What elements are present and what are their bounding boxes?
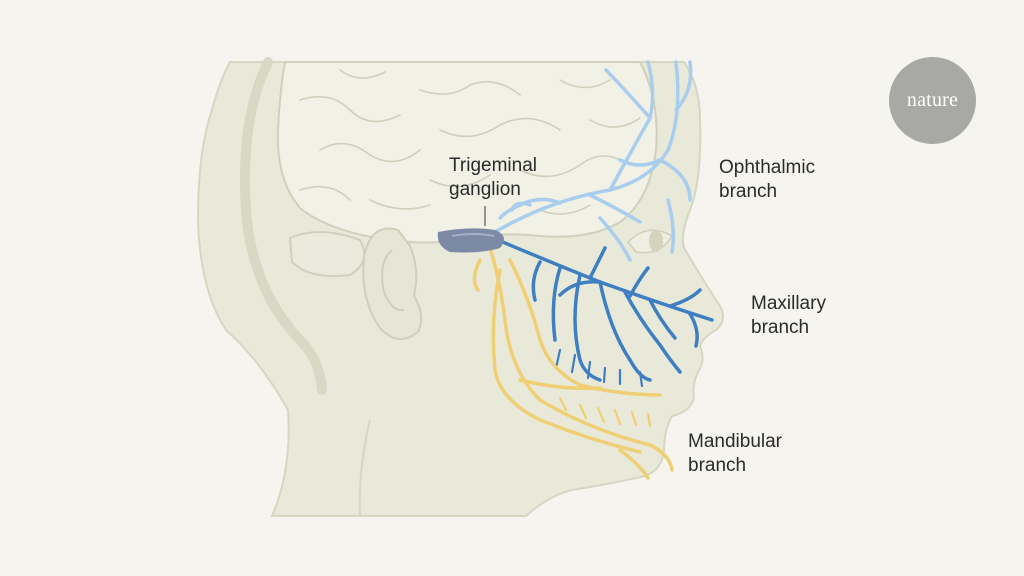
label-maxillary-line-1: Maxillary	[751, 293, 826, 314]
label-maxillary-line-2: branch	[751, 317, 810, 338]
eye-iris	[649, 230, 663, 252]
label-mandibular-branch: Mandibular branch	[688, 430, 782, 478]
brain-outline	[276, 61, 658, 244]
mandibular-nerve	[472, 246, 674, 480]
ear-outline	[362, 227, 423, 340]
label-mandibular-line-2: branch	[688, 455, 747, 476]
label-mandibular-line-1: Mandibular	[688, 431, 782, 452]
label-ophthalmic-line-1: Ophthalmic	[719, 157, 816, 178]
ganglion-body	[437, 228, 504, 253]
cerebellum	[288, 230, 366, 278]
ophthalmic-nerve	[493, 60, 693, 262]
nature-logo-text: nature	[906, 89, 959, 111]
neck-line	[358, 419, 371, 517]
nature-logo: nature	[889, 57, 976, 144]
label-trigeminal-ganglion: Trigeminal ganglion	[449, 154, 537, 202]
label-maxillary-branch: Maxillary branch	[751, 292, 826, 340]
label-ophthalmic-line-2: branch	[719, 181, 778, 202]
label-trigeminal-ganglion-line-2: ganglion	[449, 179, 521, 200]
label-ophthalmic-branch: Ophthalmic branch	[719, 156, 815, 204]
skull-band	[239, 57, 327, 395]
ear	[362, 227, 423, 340]
label-trigeminal-ganglion-line-1: Trigeminal	[449, 155, 537, 176]
maxillary-nerve	[496, 238, 714, 388]
ear-inner	[381, 249, 405, 312]
trigeminal-ganglion	[437, 206, 504, 253]
brain	[276, 61, 658, 278]
